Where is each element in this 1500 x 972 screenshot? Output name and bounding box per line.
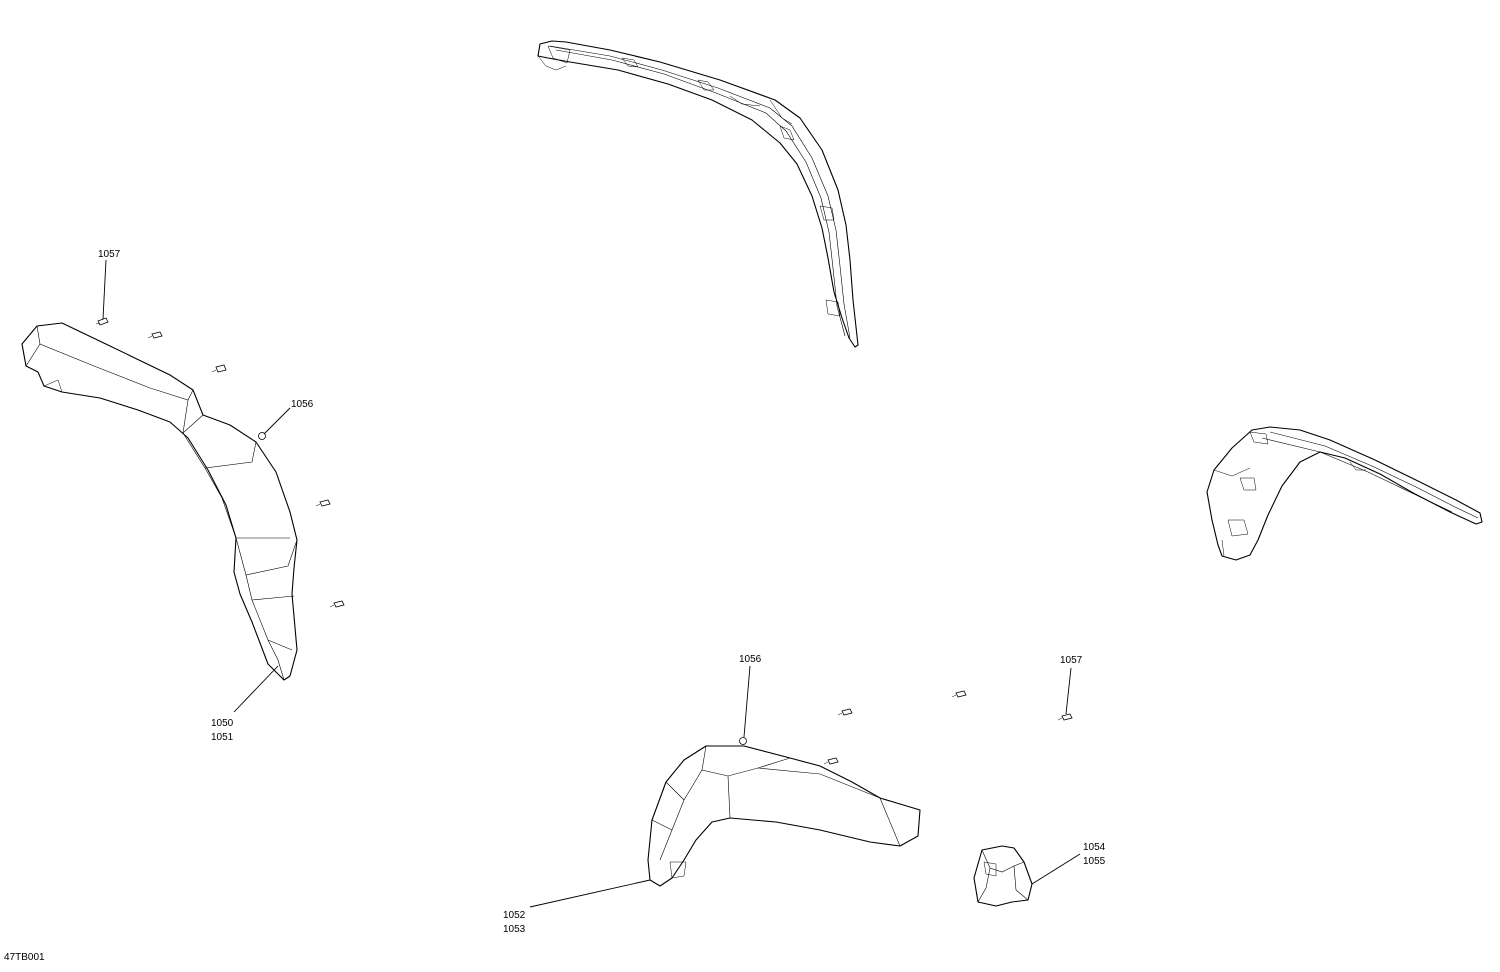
- left-fender-extension: [21, 322, 298, 681]
- clip-1056-left: [258, 432, 266, 440]
- leader-1054: [1031, 853, 1081, 885]
- leader-1057-left: [102, 259, 107, 320]
- top-fender-flare: [537, 40, 859, 348]
- bracket-part: [973, 845, 1033, 907]
- screw-1057-right: [1057, 713, 1073, 721]
- screw-left-4: [315, 499, 331, 507]
- callout-labels: 1057 1056 1050 1051 1056 1057 1052 1053 …: [4, 249, 1106, 963]
- screw-1057-left: [95, 317, 109, 326]
- screw-left-2: [147, 331, 163, 339]
- screw-left-3: [211, 364, 227, 373]
- screw-left-5: [329, 600, 345, 608]
- callout-1050: 1050: [211, 718, 234, 729]
- leader-1050: [233, 665, 279, 713]
- right-fender-flare: [1206, 426, 1483, 561]
- callout-1056-right: 1056: [739, 654, 762, 665]
- leader-lines: [102, 259, 1081, 908]
- screw-right-2: [951, 690, 967, 698]
- callout-1052: 1052: [503, 910, 526, 921]
- callout-1054: 1054: [1083, 842, 1106, 853]
- leader-1057-right: [1065, 667, 1072, 715]
- clip-1056-right: [739, 737, 747, 745]
- right-fender-extension: [647, 745, 921, 887]
- callout-1055: 1055: [1083, 856, 1106, 867]
- screw-right-3: [823, 757, 839, 765]
- screw-right-1: [837, 708, 853, 716]
- callout-1053: 1053: [503, 924, 526, 935]
- callout-1057-left: 1057: [98, 249, 121, 260]
- leader-1056-left: [263, 407, 291, 435]
- leader-1056-right: [743, 665, 751, 738]
- callout-1051: 1051: [211, 732, 234, 743]
- callout-1057-right: 1057: [1060, 655, 1083, 666]
- fastener-group: [95, 317, 1073, 765]
- leader-1052: [529, 879, 651, 908]
- drawing-code: 47TB001: [4, 952, 45, 963]
- callout-1056-left: 1056: [291, 399, 314, 410]
